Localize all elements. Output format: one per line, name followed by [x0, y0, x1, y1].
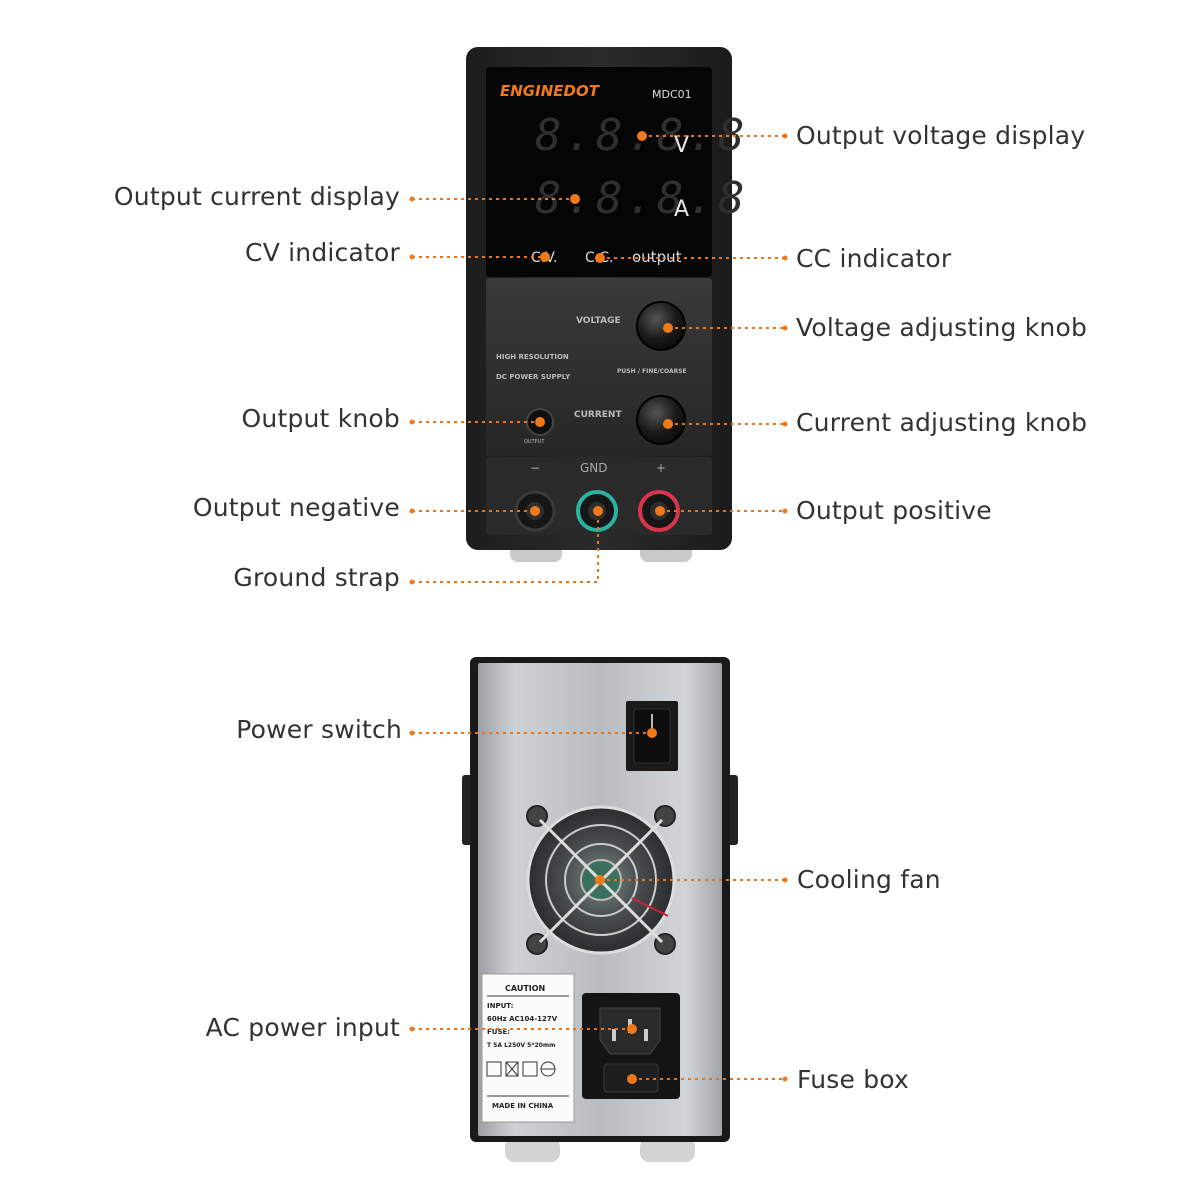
label-output-voltage-display: Output voltage display: [796, 121, 1086, 150]
input-label: INPUT:: [487, 1002, 514, 1010]
dot-output-voltage-display: [637, 131, 647, 141]
voltage-adjusting-knob[interactable]: [636, 301, 686, 351]
label-fuse-box: Fuse box: [797, 1065, 910, 1094]
certification-marks-icon: [486, 1061, 556, 1077]
dot-power-switch: [647, 728, 657, 738]
label-cooling-fan: Cooling fan: [797, 865, 941, 894]
terminal-negative-label: −: [530, 461, 540, 475]
callout-dots: [409, 131, 788, 1084]
label-cv-indicator: CV indicator: [245, 238, 400, 267]
made-in-label: MADE IN CHINA: [492, 1102, 554, 1110]
caution-sticker: [481, 973, 575, 1123]
caution-title: CAUTION: [505, 984, 545, 993]
dot-output-negative: [530, 506, 540, 516]
dot-current-knob: [663, 419, 673, 429]
dot-fuse-box: [627, 1074, 637, 1084]
label-output-positive: Output positive: [796, 496, 992, 525]
panel-text-dc-power-supply: DC POWER SUPPLY: [496, 373, 571, 381]
current-adjusting-knob[interactable]: [636, 395, 686, 445]
dot-cv-indicator: [540, 252, 550, 262]
callout-lines: [412, 135, 785, 1080]
label-output-negative: Output negative: [192, 493, 400, 522]
dot-ac-power-input: [627, 1024, 637, 1034]
dot-output-current-display: [570, 194, 580, 204]
voltage-unit: V: [674, 133, 689, 158]
display-window: [486, 67, 712, 277]
label-ac-power-input: AC power input: [205, 1013, 400, 1042]
dot-ground: [593, 506, 603, 516]
fuse-label: FUSE:: [487, 1028, 510, 1036]
dot-output-positive: [655, 506, 665, 516]
dot-output-knob: [535, 417, 545, 427]
label-power-switch: Power switch: [236, 715, 402, 744]
back-unit: CAUTION INPUT: 60Hz AC104-127V FUSE: T 5…: [462, 657, 738, 1162]
model-number: MDC01: [652, 88, 692, 101]
brand-logo: ENGINEDOT: [500, 82, 601, 100]
dot-cooling-fan: [595, 875, 605, 885]
label-output-current-display: Output current display: [113, 182, 400, 211]
dot-voltage-knob: [663, 323, 673, 333]
front-unit: ENGINEDOT MDC01 8.8.8.8 V 8.8.8.8 A C.V.…: [466, 47, 748, 562]
label-ground-strap: Ground strap: [233, 563, 400, 592]
panel-text-push: PUSH / FINE/COARSE: [617, 368, 687, 375]
label-output-knob: Output knob: [241, 404, 400, 433]
panel-text-high-resolution: HIGH RESOLUTION: [496, 353, 569, 361]
label-voltage-adjusting-knob: Voltage adjusting knob: [796, 313, 1088, 342]
label-cc-indicator: CC indicator: [796, 244, 952, 273]
voltage-knob-label: VOLTAGE: [576, 316, 621, 326]
dot-cc-indicator: [595, 253, 605, 263]
current-knob-label: CURRENT: [574, 410, 622, 420]
current-readout: 8.8.8.8: [535, 173, 748, 224]
input-spec: 60Hz AC104-127V: [487, 1015, 558, 1023]
label-current-adjusting-knob: Current adjusting knob: [796, 408, 1088, 437]
current-unit: A: [674, 197, 689, 222]
cooling-fan-assembly: [526, 805, 676, 955]
output-knob-label: OUTPUT: [524, 439, 545, 445]
terminal-positive-label: +: [656, 461, 666, 475]
terminal-ground-label: GND: [580, 461, 608, 475]
fuse-spec: T 5A L250V 5*20mm: [487, 1042, 555, 1049]
